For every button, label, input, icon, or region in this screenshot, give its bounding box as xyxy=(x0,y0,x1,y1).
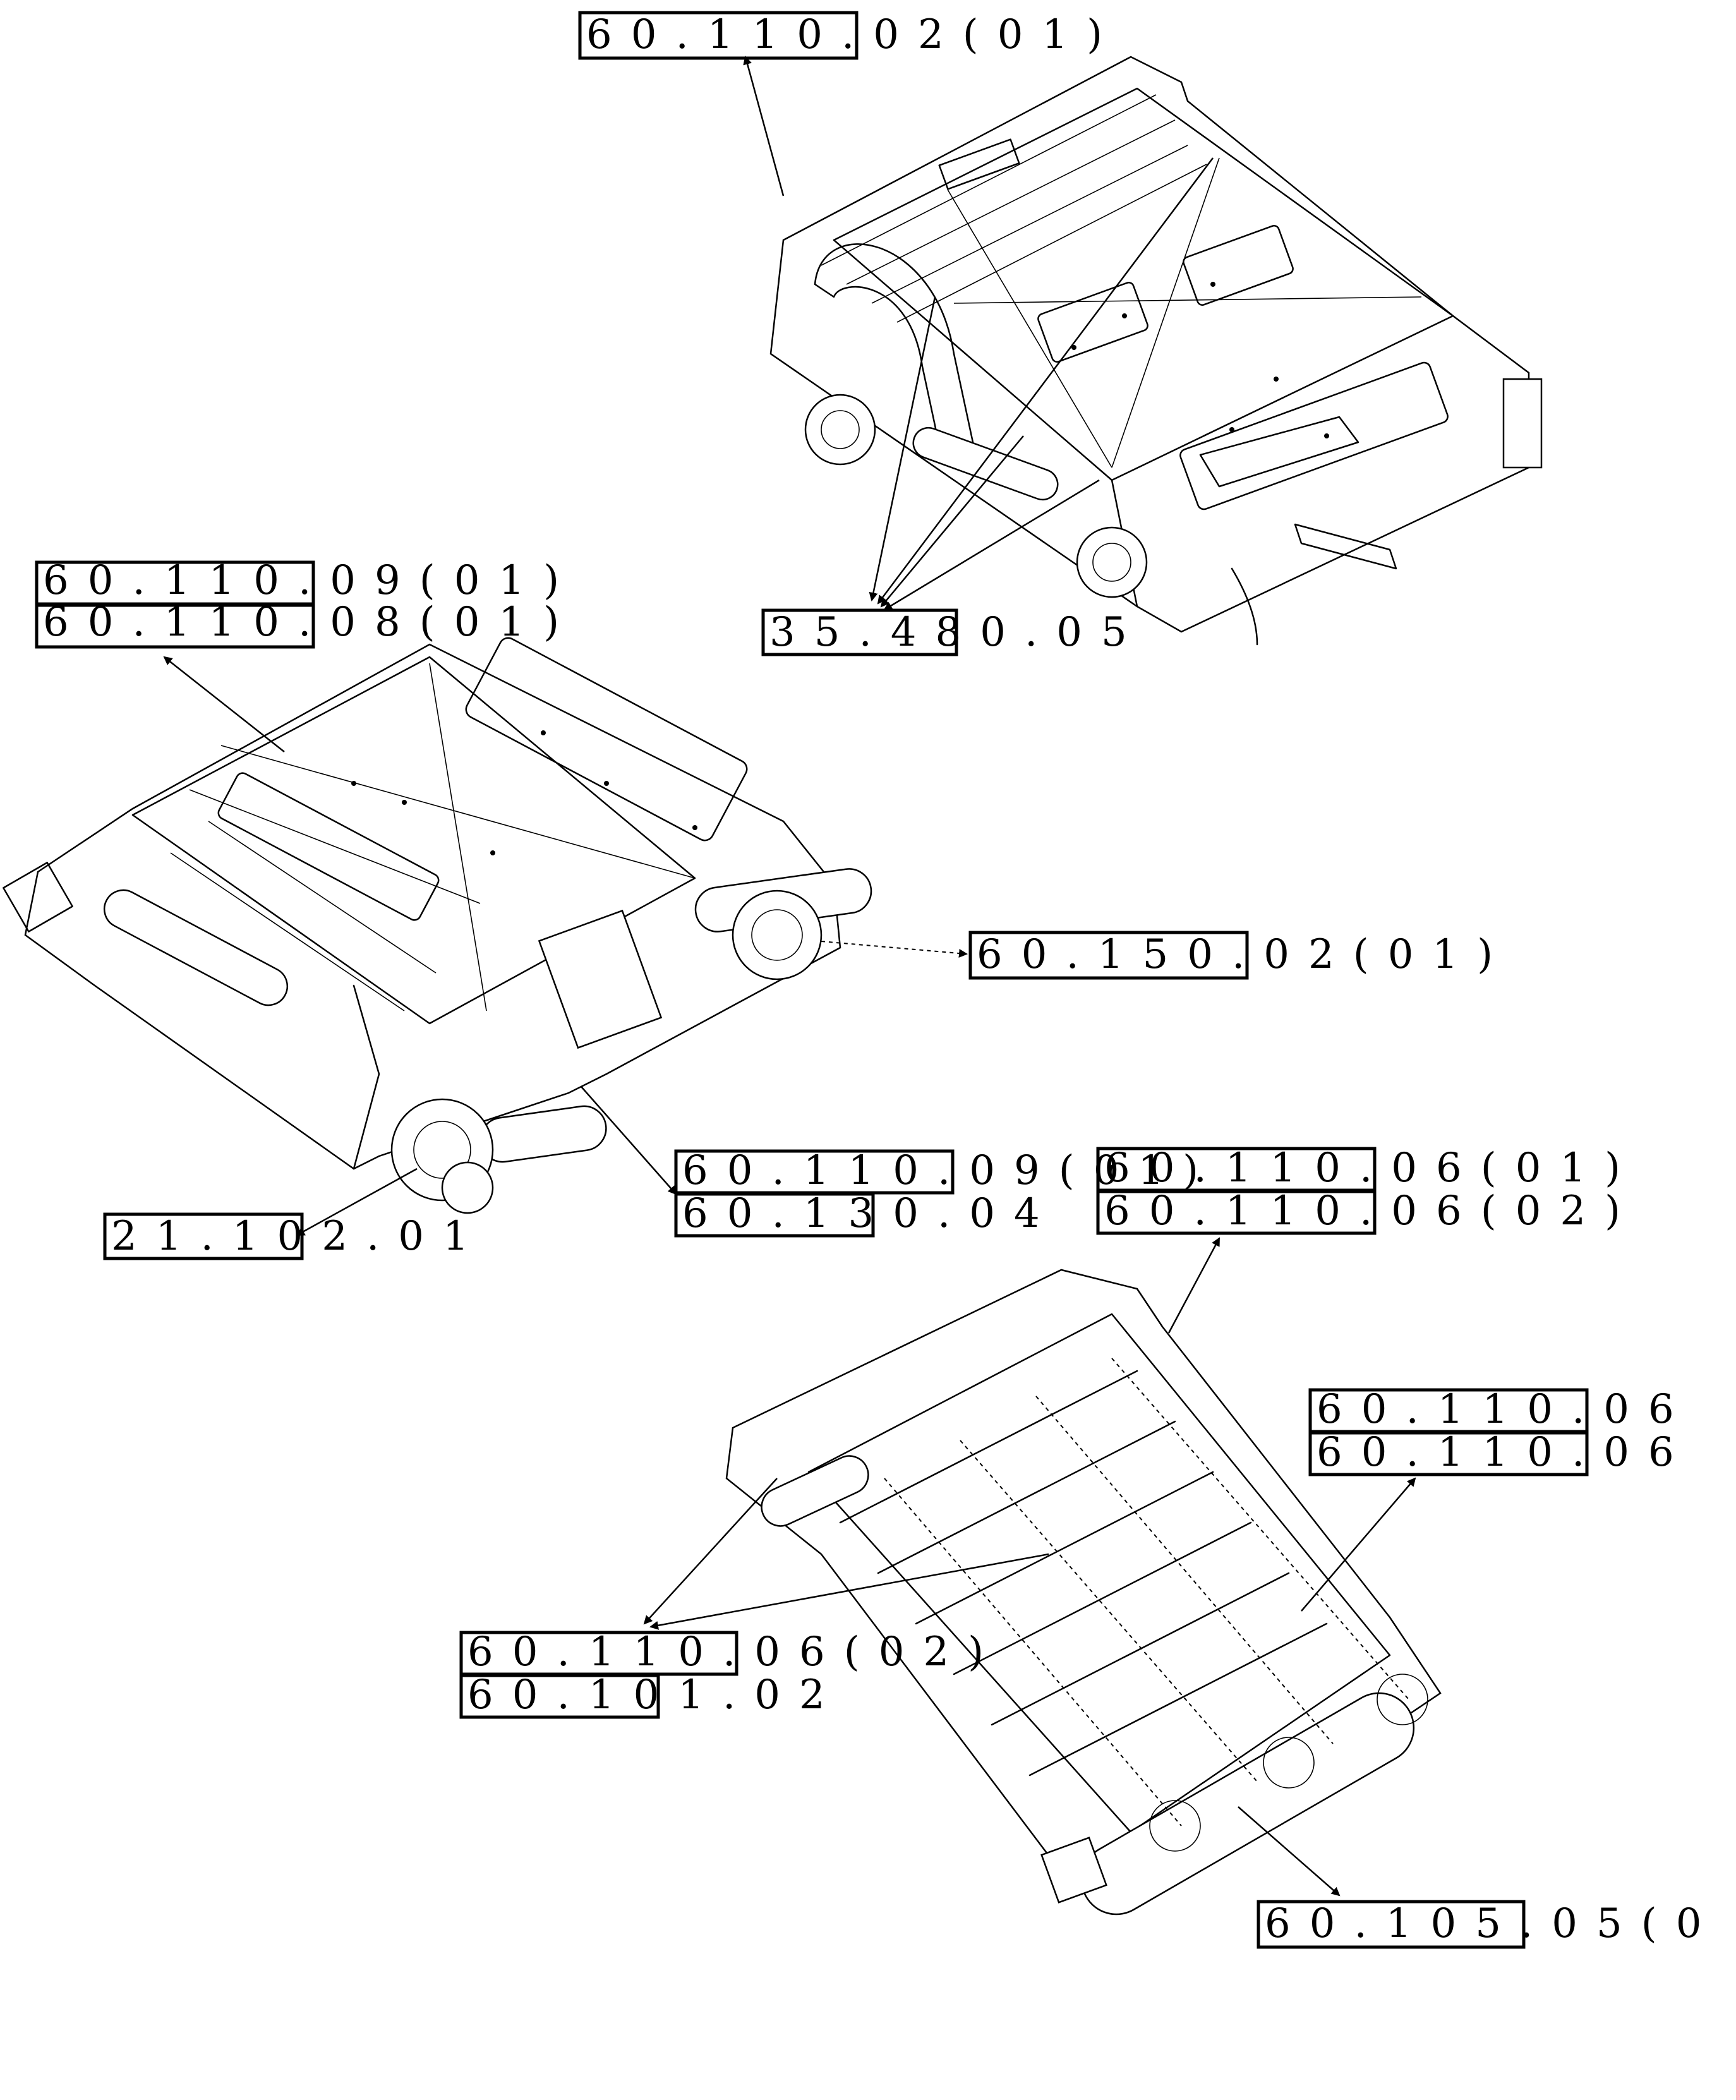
svg-text:60.150.02(01): 60.150.02(01) xyxy=(977,931,1512,978)
callout-60-110-09-01-b[interactable]: 60.110.09(01) xyxy=(674,1147,1217,1195)
conveyor-slats xyxy=(839,1370,1328,1777)
top-feeder-assembly xyxy=(769,56,1543,646)
callout-60-110-08-01[interactable]: 60.110.08(01) xyxy=(35,599,578,649)
svg-text:60.110.08(01): 60.110.08(01) xyxy=(43,599,578,646)
callout-60-110-06-01[interactable]: 60.110.06(01) xyxy=(1096,1145,1639,1192)
callout-60-105-05[interactable]: 60.105.05(0 xyxy=(1257,1900,1720,1949)
leader-lines xyxy=(163,56,1416,1897)
callout-60-130-04[interactable]: 60.130.04 xyxy=(674,1190,1059,1238)
callout-60-110-06-a[interactable]: 60.110.06 xyxy=(1308,1386,1693,1433)
svg-text:60.110.06(02): 60.110.06(02) xyxy=(1104,1188,1639,1234)
callout-60-110-06-b[interactable]: 60.110.06 xyxy=(1308,1429,1693,1476)
callout-60-110-02-01[interactable]: 60.110.02(01) xyxy=(578,11,1121,60)
conveyor-chains xyxy=(884,1358,1409,1826)
svg-text:60.110.06: 60.110.06 xyxy=(1317,1429,1693,1476)
svg-text:60.101.02: 60.101.02 xyxy=(467,1672,844,1718)
callout-60-150-02-01[interactable]: 60.150.02(01) xyxy=(968,931,1512,980)
callout-60-110-06-02[interactable]: 60.110.06(02) xyxy=(1096,1188,1639,1235)
callout-60-110-09-01[interactable]: 60.110.09(01) xyxy=(35,557,578,606)
callout-35-480-05[interactable]: 35.480.05 xyxy=(761,608,1146,656)
svg-text:21.102.01: 21.102.01 xyxy=(111,1213,488,1260)
callout-60-110-06-02-b[interactable]: 60.110.06(02) xyxy=(459,1629,1003,1676)
callout-60-101-02[interactable]: 60.101.02 xyxy=(459,1672,844,1719)
middle-feeder-assembly xyxy=(3,637,872,1214)
svg-text:60.110.06(02): 60.110.06(02) xyxy=(467,1629,1003,1675)
svg-text:60.110.02(01): 60.110.02(01) xyxy=(586,11,1121,58)
svg-text:60.110.06(01): 60.110.06(01) xyxy=(1104,1145,1639,1192)
callout-21-102-01[interactable]: 21.102.01 xyxy=(103,1212,488,1260)
svg-text:60.110.09(01): 60.110.09(01) xyxy=(43,557,578,604)
bottom-conveyor-assembly xyxy=(725,1269,1442,1916)
svg-text:60.110.06: 60.110.06 xyxy=(1317,1386,1693,1433)
svg-text:60.110.09(01): 60.110.09(01) xyxy=(682,1147,1217,1194)
svg-text:60.105.05(0: 60.105.05(0 xyxy=(1265,1900,1720,1947)
svg-text:35.480.05: 35.480.05 xyxy=(769,609,1146,656)
svg-text:60.130.04: 60.130.04 xyxy=(682,1190,1059,1237)
